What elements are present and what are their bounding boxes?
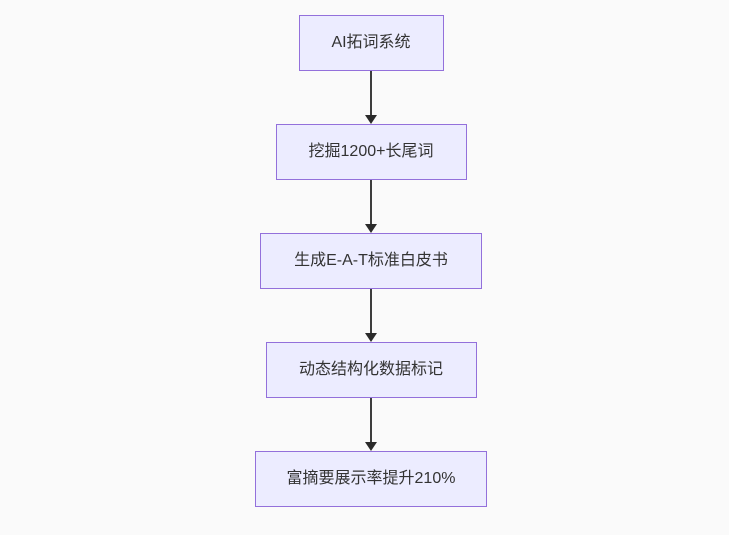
flow-arrow-3 [365, 289, 377, 342]
arrow-head-icon [365, 333, 377, 342]
arrow-line [370, 180, 372, 224]
flow-arrow-2 [365, 180, 377, 233]
arrow-line [370, 289, 372, 333]
flow-node-ai-word-expansion: AI拓词系统 [298, 15, 444, 71]
flow-arrow-4 [365, 398, 377, 451]
arrow-line [370, 71, 372, 115]
flowchart: AI拓词系统 挖掘1200+长尾词 生成E-A-T标准白皮书 动态结构化数据标记… [255, 15, 487, 507]
flow-arrow-1 [365, 71, 377, 124]
arrow-head-icon [365, 442, 377, 451]
flow-node-rich-snippet-uplift: 富摘要展示率提升210% [255, 451, 487, 507]
arrow-head-icon [365, 115, 377, 124]
flow-node-structured-data-markup: 动态结构化数据标记 [265, 342, 477, 398]
arrow-line [370, 398, 372, 442]
flow-node-longtail-mining: 挖掘1200+长尾词 [275, 124, 467, 180]
arrow-head-icon [365, 224, 377, 233]
flow-node-eat-whitepaper: 生成E-A-T标准白皮书 [260, 233, 482, 289]
